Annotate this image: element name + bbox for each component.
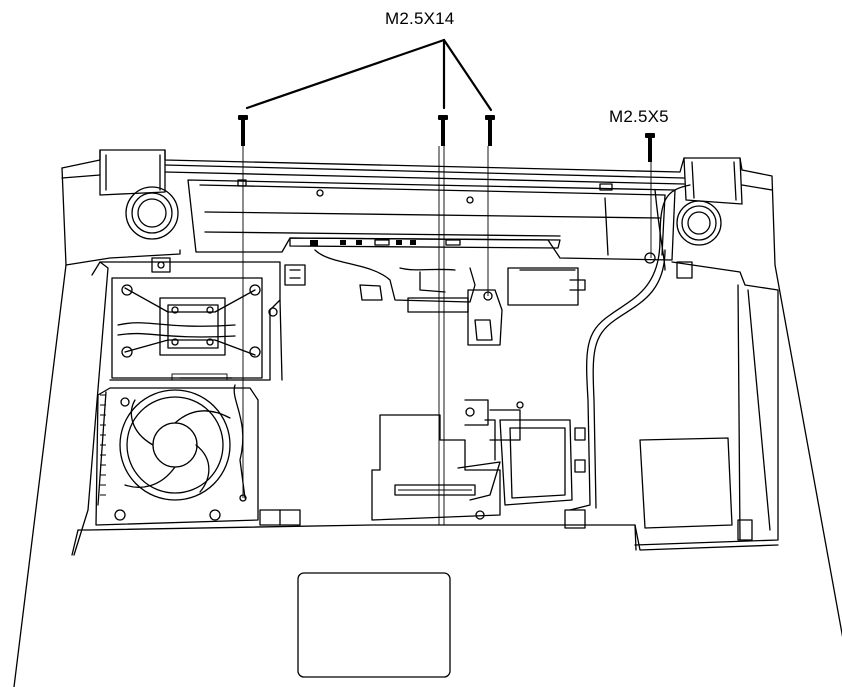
screw-m2-5x5 [645,133,655,162]
connector-strip [289,237,561,249]
screw-m2-5x14-left [238,115,248,146]
heatsink-assembly [109,277,283,381]
touchpad [297,572,451,678]
screw-m2-5x14-right [485,115,495,146]
palm-rest [71,524,779,556]
top-bracket-assembly [187,179,691,271]
center-cable-connector [284,249,586,346]
right-compartment [564,261,779,546]
leader-lines-m2-5x14 [245,38,493,112]
center-lower-bracket [371,399,501,521]
bottom-clips [151,257,301,526]
speaker-left [125,186,179,240]
speaker-right [676,200,722,246]
antenna-cable [569,239,666,511]
right-module-bracket [489,401,586,506]
label-m2-5x14: M2.5X14 [385,9,454,28]
cooling-fan [95,373,259,526]
label-m2-5x5: M2.5X5 [609,107,669,126]
base-chassis-outline [13,149,842,687]
screw-m2-5x14-center [438,115,448,146]
